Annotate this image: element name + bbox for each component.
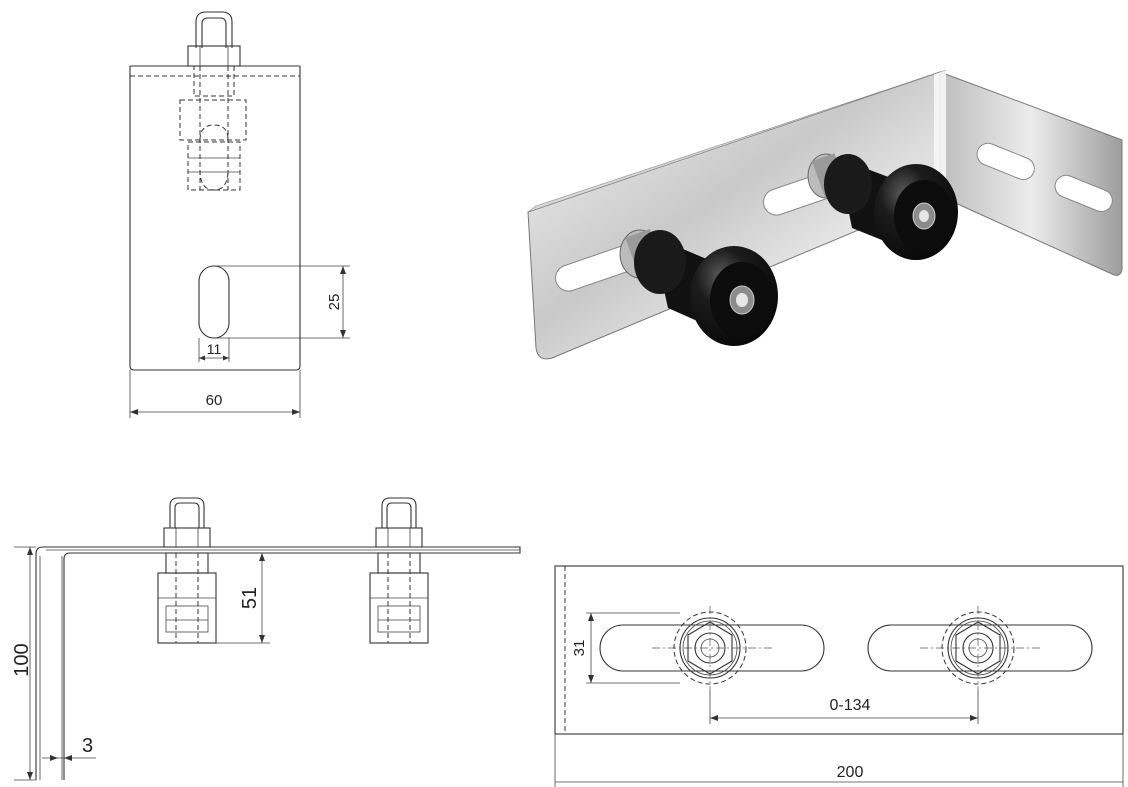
front-view: 25 11 60 bbox=[129, 11, 350, 418]
slot-spacing-label: 31 bbox=[571, 640, 588, 657]
adjust-range-label: 0-134 bbox=[830, 697, 871, 714]
slot-width-label: 11 bbox=[207, 341, 222, 357]
slot-length-label: 25 bbox=[326, 294, 343, 311]
roller-front bbox=[619, 228, 778, 346]
product-illustration bbox=[527, 69, 1123, 360]
bottom-view: 31 0-134 200 bbox=[554, 565, 1124, 787]
roller-back bbox=[807, 153, 958, 260]
bracket-length-label: 200 bbox=[837, 764, 864, 781]
side-view: 51 100 3 bbox=[11, 497, 521, 781]
plate-thickness-label: 3 bbox=[82, 735, 93, 757]
top-width-label: 60 bbox=[206, 392, 223, 409]
roller-height-label: 51 bbox=[239, 587, 261, 609]
bracket-height-label: 100 bbox=[11, 643, 33, 676]
